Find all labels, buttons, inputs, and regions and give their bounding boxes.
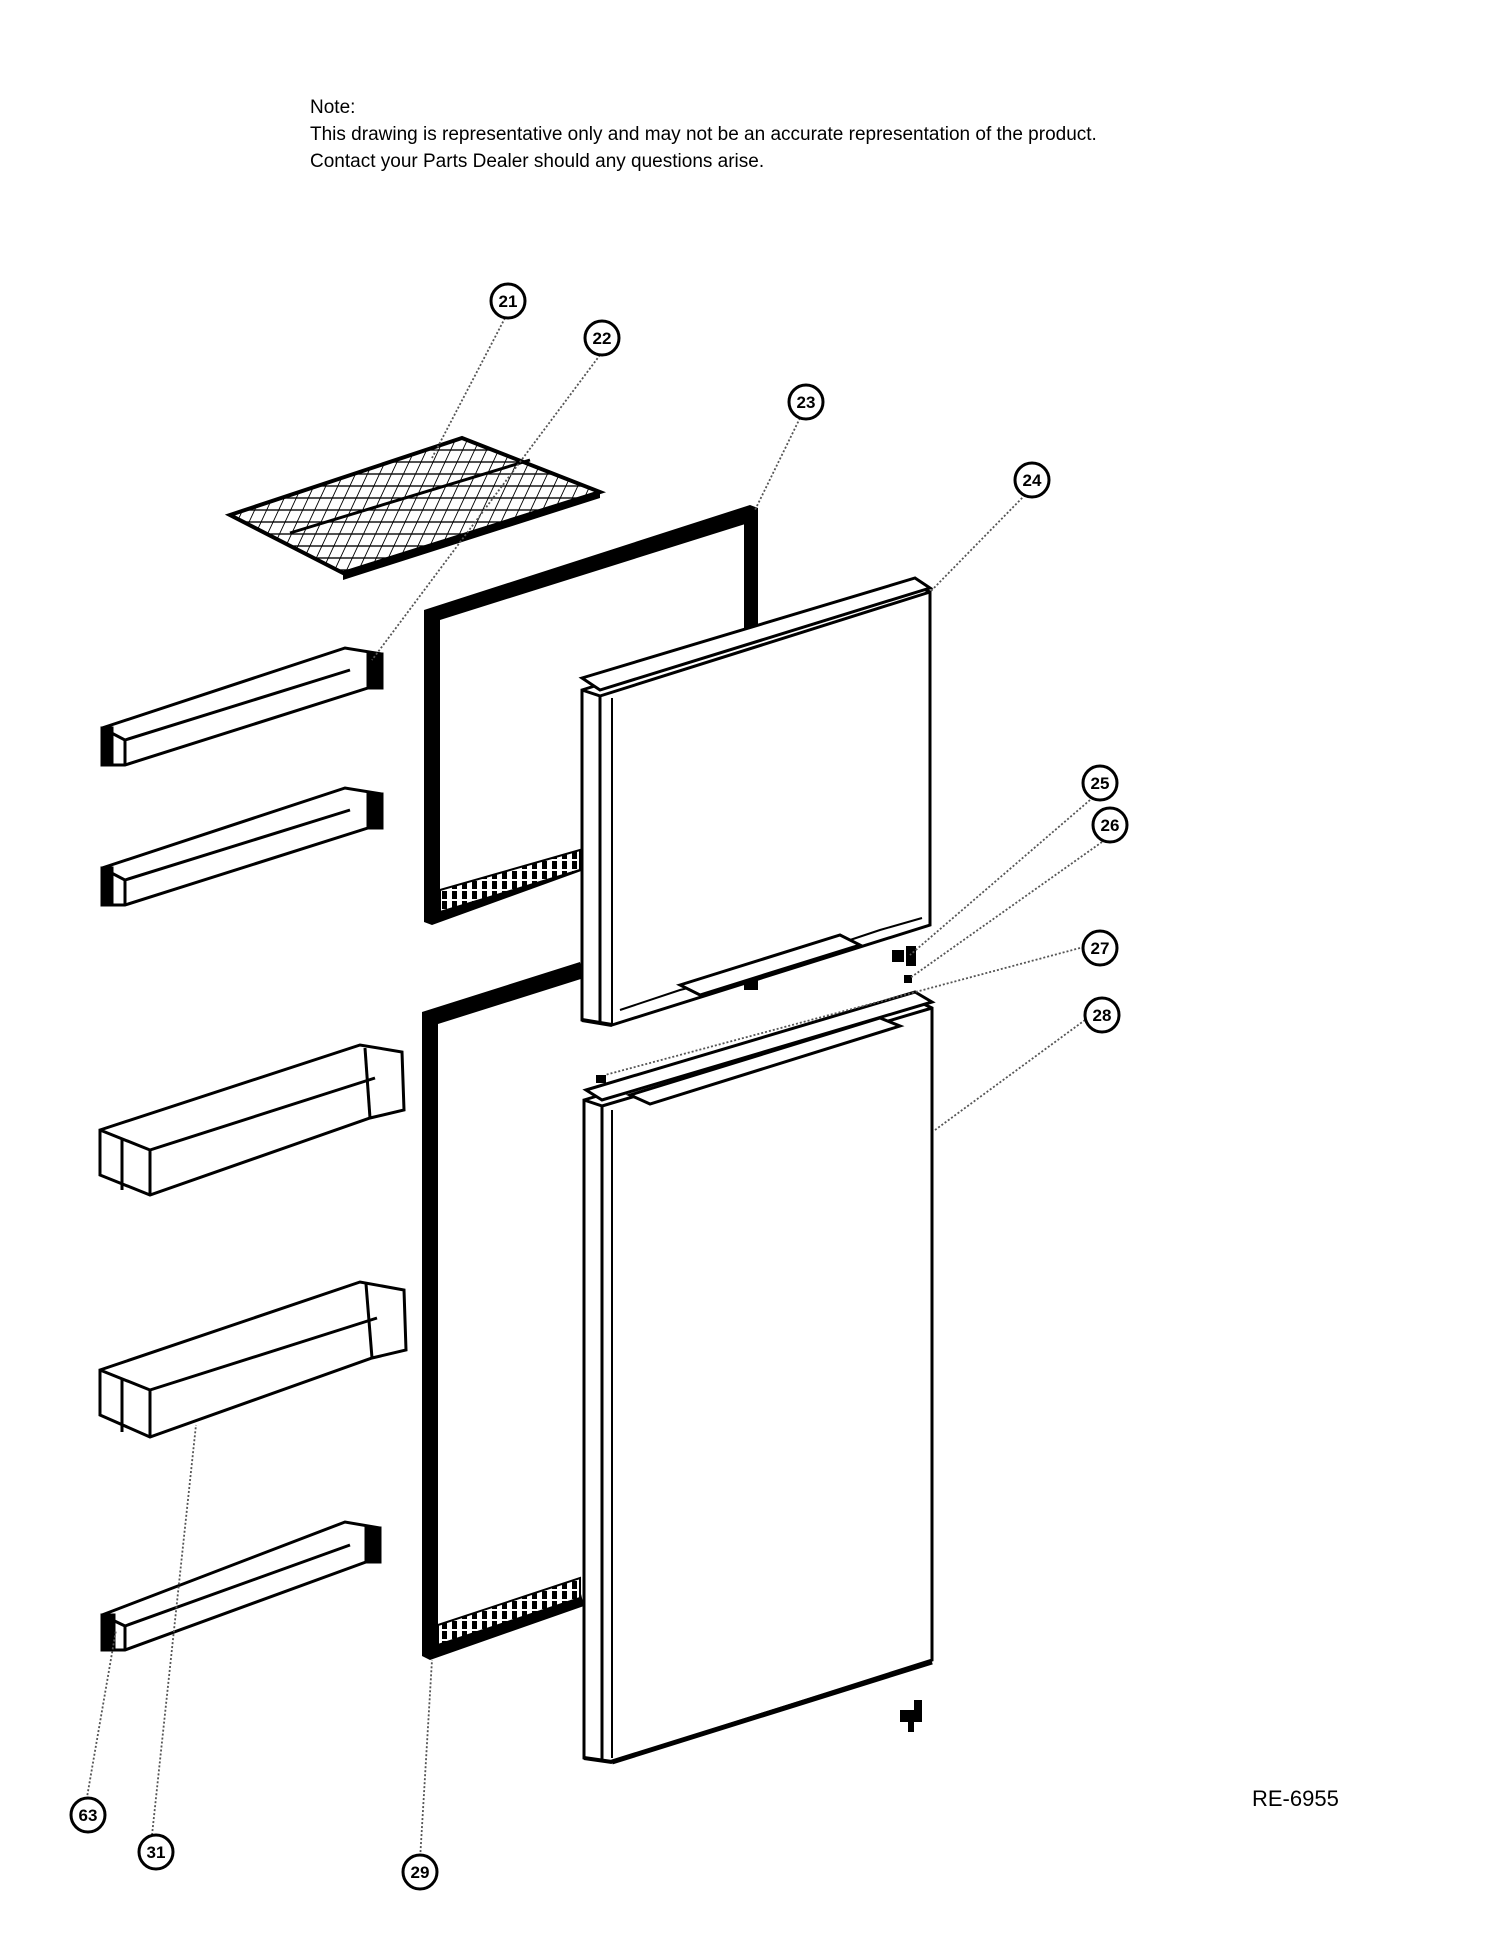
svg-text:63: 63 [79,1806,98,1825]
hinge-parts [892,946,916,983]
door-bin-upper [98,1043,406,1197]
callout-26: 26 [1091,806,1129,844]
callout-29: 29 [401,1853,439,1891]
callout-22: 22 [583,319,621,357]
bottom-hinge [900,1700,922,1732]
disclaimer-note: Note: This drawing is representative onl… [310,94,1097,175]
callout-21: 21 [489,282,527,320]
svg-text:21: 21 [499,292,518,311]
door-shelf-upper [100,646,384,767]
fresh-food-door-gasket [422,962,584,1660]
svg-text:26: 26 [1101,816,1120,835]
svg-text:29: 29 [411,1863,430,1882]
note-heading: Note: [310,97,356,118]
svg-text:28: 28 [1093,1006,1112,1025]
svg-text:22: 22 [593,329,612,348]
leader-lines [85,317,1103,1861]
svg-text:25: 25 [1091,774,1110,793]
door-bin-lower [98,1280,408,1439]
callout-63: 63 [69,1796,107,1834]
callout-24: 24 [1013,461,1051,499]
screw [596,1075,606,1083]
door-shelf-second [100,786,384,907]
document-id: RE-6955 [1252,1786,1339,1811]
svg-text:27: 27 [1091,939,1110,958]
wire-shelf [224,435,607,580]
note-line-2: Contact your Parts Dealer should any que… [310,151,765,172]
svg-text:24: 24 [1023,471,1042,490]
note-line-1: This drawing is representative only and … [310,124,1097,145]
callout-23: 23 [787,383,825,421]
callout-25: 25 [1081,764,1119,802]
callout-27: 27 [1081,929,1119,967]
freezer-door [578,576,934,1027]
fresh-food-door [582,990,936,1765]
svg-text:31: 31 [147,1843,166,1862]
callout-28: 28 [1083,996,1121,1034]
callout-31: 31 [137,1833,175,1871]
door-shelf-bottom [100,1520,382,1652]
svg-text:23: 23 [797,393,816,412]
